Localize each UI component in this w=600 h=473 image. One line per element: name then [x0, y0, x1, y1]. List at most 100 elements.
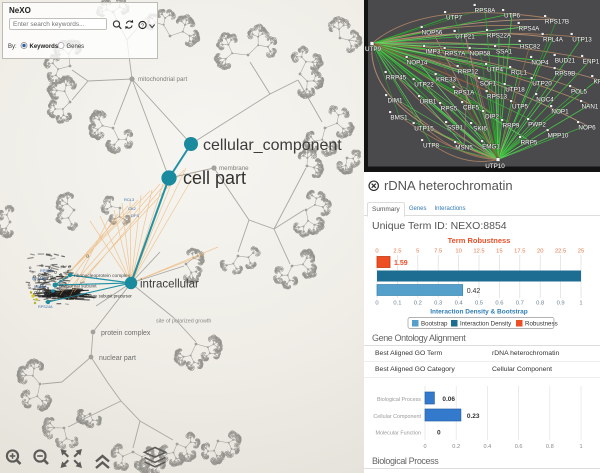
svg-text:DIP2: DIP2: [485, 114, 499, 121]
svg-text:KRE33: KRE33: [436, 77, 456, 84]
svg-text:UTP18: UTP18: [505, 87, 525, 94]
svg-text:NOP6: NOP6: [578, 125, 596, 132]
svg-text:UTP15: UTP15: [414, 126, 434, 133]
svg-text:SOF1: SOF1: [480, 81, 497, 88]
svg-text:0.6: 0.6: [495, 300, 503, 306]
svg-text:ENP1: ENP1: [583, 59, 600, 66]
svg-text:0.4: 0.4: [455, 300, 464, 306]
svg-text:0.06: 0.06: [442, 396, 455, 403]
svg-text:0.23: 0.23: [467, 413, 480, 420]
svg-text:CK2: CK2: [128, 206, 137, 211]
svg-text:Keywords: Keywords: [30, 44, 59, 50]
svg-text:2.5: 2.5: [393, 248, 401, 254]
svg-text:0: 0: [375, 300, 378, 306]
svg-text:BMS1: BMS1: [390, 115, 408, 122]
svg-text:0.7: 0.7: [516, 300, 524, 306]
svg-text:Biological Process: Biological Process: [377, 397, 421, 403]
svg-text:0.8: 0.8: [546, 444, 554, 450]
svg-text:ribosomal large subunit precur: ribosomal large subunit precursor: [68, 294, 132, 299]
svg-text:cell part: cell part: [183, 168, 246, 188]
svg-text:UTP13: UTP13: [572, 37, 592, 44]
svg-text:0.5: 0.5: [475, 300, 483, 306]
svg-text:RCL1: RCL1: [511, 70, 528, 77]
svg-text:1.59: 1.59: [394, 260, 408, 267]
svg-text:20: 20: [537, 248, 543, 254]
svg-text:UTP22: UTP22: [414, 82, 434, 89]
svg-text:0.6: 0.6: [515, 444, 523, 450]
svg-text:ribosomal subunit: ribosomal subunit: [59, 284, 97, 290]
svg-text:RPS1A: RPS1A: [40, 269, 53, 273]
svg-text:DIM1: DIM1: [387, 98, 403, 105]
svg-text:RPS24A: RPS24A: [38, 305, 53, 309]
svg-text:RRP5: RRP5: [521, 140, 538, 147]
svg-text:0.8: 0.8: [536, 300, 544, 306]
svg-text:IMP3: IMP3: [426, 49, 441, 56]
svg-text:EMG1: EMG1: [482, 144, 500, 151]
svg-text:5: 5: [416, 248, 419, 254]
svg-text:?: ?: [141, 24, 144, 30]
svg-text:ribonucleoprotein complex: ribonucleoprotein complex: [74, 273, 131, 279]
svg-text:NOP14: NOP14: [407, 60, 428, 67]
svg-text:RPS9B: RPS9B: [555, 71, 576, 78]
svg-text:Interaction Density & Bootstra: Interaction Density & Bootstrap: [430, 308, 528, 315]
svg-text:0: 0: [437, 429, 441, 436]
svg-text:CBF5: CBF5: [463, 105, 480, 112]
svg-text:NOP56: NOP56: [422, 30, 443, 37]
svg-text:RPS1A: RPS1A: [454, 90, 475, 97]
svg-text:NOP4: NOP4: [531, 60, 549, 67]
svg-text:RPS7A: RPS7A: [445, 51, 466, 58]
svg-text:MSN5: MSN5: [455, 145, 473, 152]
svg-text:RPS22A: RPS22A: [487, 33, 512, 40]
svg-text:DFS: DFS: [131, 213, 139, 218]
svg-text:0: 0: [423, 444, 426, 450]
svg-text:Term Robustness: Term Robustness: [448, 236, 511, 245]
svg-text:12.5: 12.5: [473, 248, 484, 254]
svg-text:UTP9: UTP9: [365, 46, 382, 53]
svg-text:UTP10: UTP10: [485, 163, 505, 170]
svg-text:PWP2: PWP2: [528, 122, 546, 129]
svg-text:protein complex: protein complex: [101, 330, 151, 337]
svg-text:NOP58: NOP58: [470, 51, 491, 58]
svg-text:Interaction Density: Interaction Density: [460, 320, 512, 327]
svg-text:1: 1: [579, 444, 582, 450]
svg-text:site of polarized growth: site of polarized growth: [156, 319, 211, 325]
svg-text:SSB1: SSB1: [447, 125, 464, 132]
svg-text:MPP10: MPP10: [548, 133, 569, 140]
svg-text:SKI6: SKI6: [473, 126, 487, 133]
svg-text:RPS17B: RPS17B: [545, 19, 569, 26]
svg-text:NOP1: NOP1: [551, 109, 569, 116]
svg-text:UTP4: UTP4: [487, 67, 504, 74]
svg-text:POL5: POL5: [571, 89, 588, 96]
svg-text:RPL16A: RPL16A: [32, 277, 47, 281]
svg-text:UTP6: UTP6: [504, 13, 521, 20]
svg-text:RPL4A: RPL4A: [543, 37, 564, 44]
svg-text:BUD21: BUD21: [555, 58, 576, 65]
svg-text:22.5: 22.5: [555, 248, 566, 254]
svg-text:7.5: 7.5: [434, 248, 442, 254]
svg-text:0.9: 0.9: [557, 300, 565, 306]
svg-text:membrane: membrane: [219, 165, 249, 172]
svg-text:17.5: 17.5: [514, 248, 525, 254]
svg-text:1: 1: [579, 300, 582, 306]
svg-text:UTP5: UTP5: [512, 104, 529, 111]
svg-text:NOC4: NOC4: [536, 97, 554, 104]
svg-text:RCL3: RCL3: [124, 197, 135, 202]
svg-text:Bootstrap: Bootstrap: [421, 320, 448, 327]
svg-text:UTP21: UTP21: [455, 34, 475, 41]
svg-text:0.42: 0.42: [467, 288, 481, 295]
svg-text:mitochondrial part: mitochondrial part: [138, 76, 187, 83]
svg-text:HSC82: HSC82: [520, 44, 541, 51]
svg-text:By:: By:: [8, 44, 17, 50]
svg-text:UTP8: UTP8: [423, 143, 440, 150]
svg-text:0.4: 0.4: [484, 444, 492, 450]
svg-text:RRP45: RRP45: [386, 75, 407, 82]
svg-text:0: 0: [375, 248, 378, 254]
svg-text:KR: KR: [594, 79, 600, 86]
svg-text:Cellular Component: Cellular Component: [373, 414, 421, 420]
svg-text:nuclear part: nuclear part: [99, 355, 136, 362]
svg-text:0.2: 0.2: [452, 444, 460, 450]
svg-text:0.1: 0.1: [393, 300, 401, 306]
svg-text:0.2: 0.2: [414, 300, 422, 306]
svg-text:RPS13: RPS13: [487, 94, 507, 101]
svg-text:Genes: Genes: [67, 44, 85, 50]
